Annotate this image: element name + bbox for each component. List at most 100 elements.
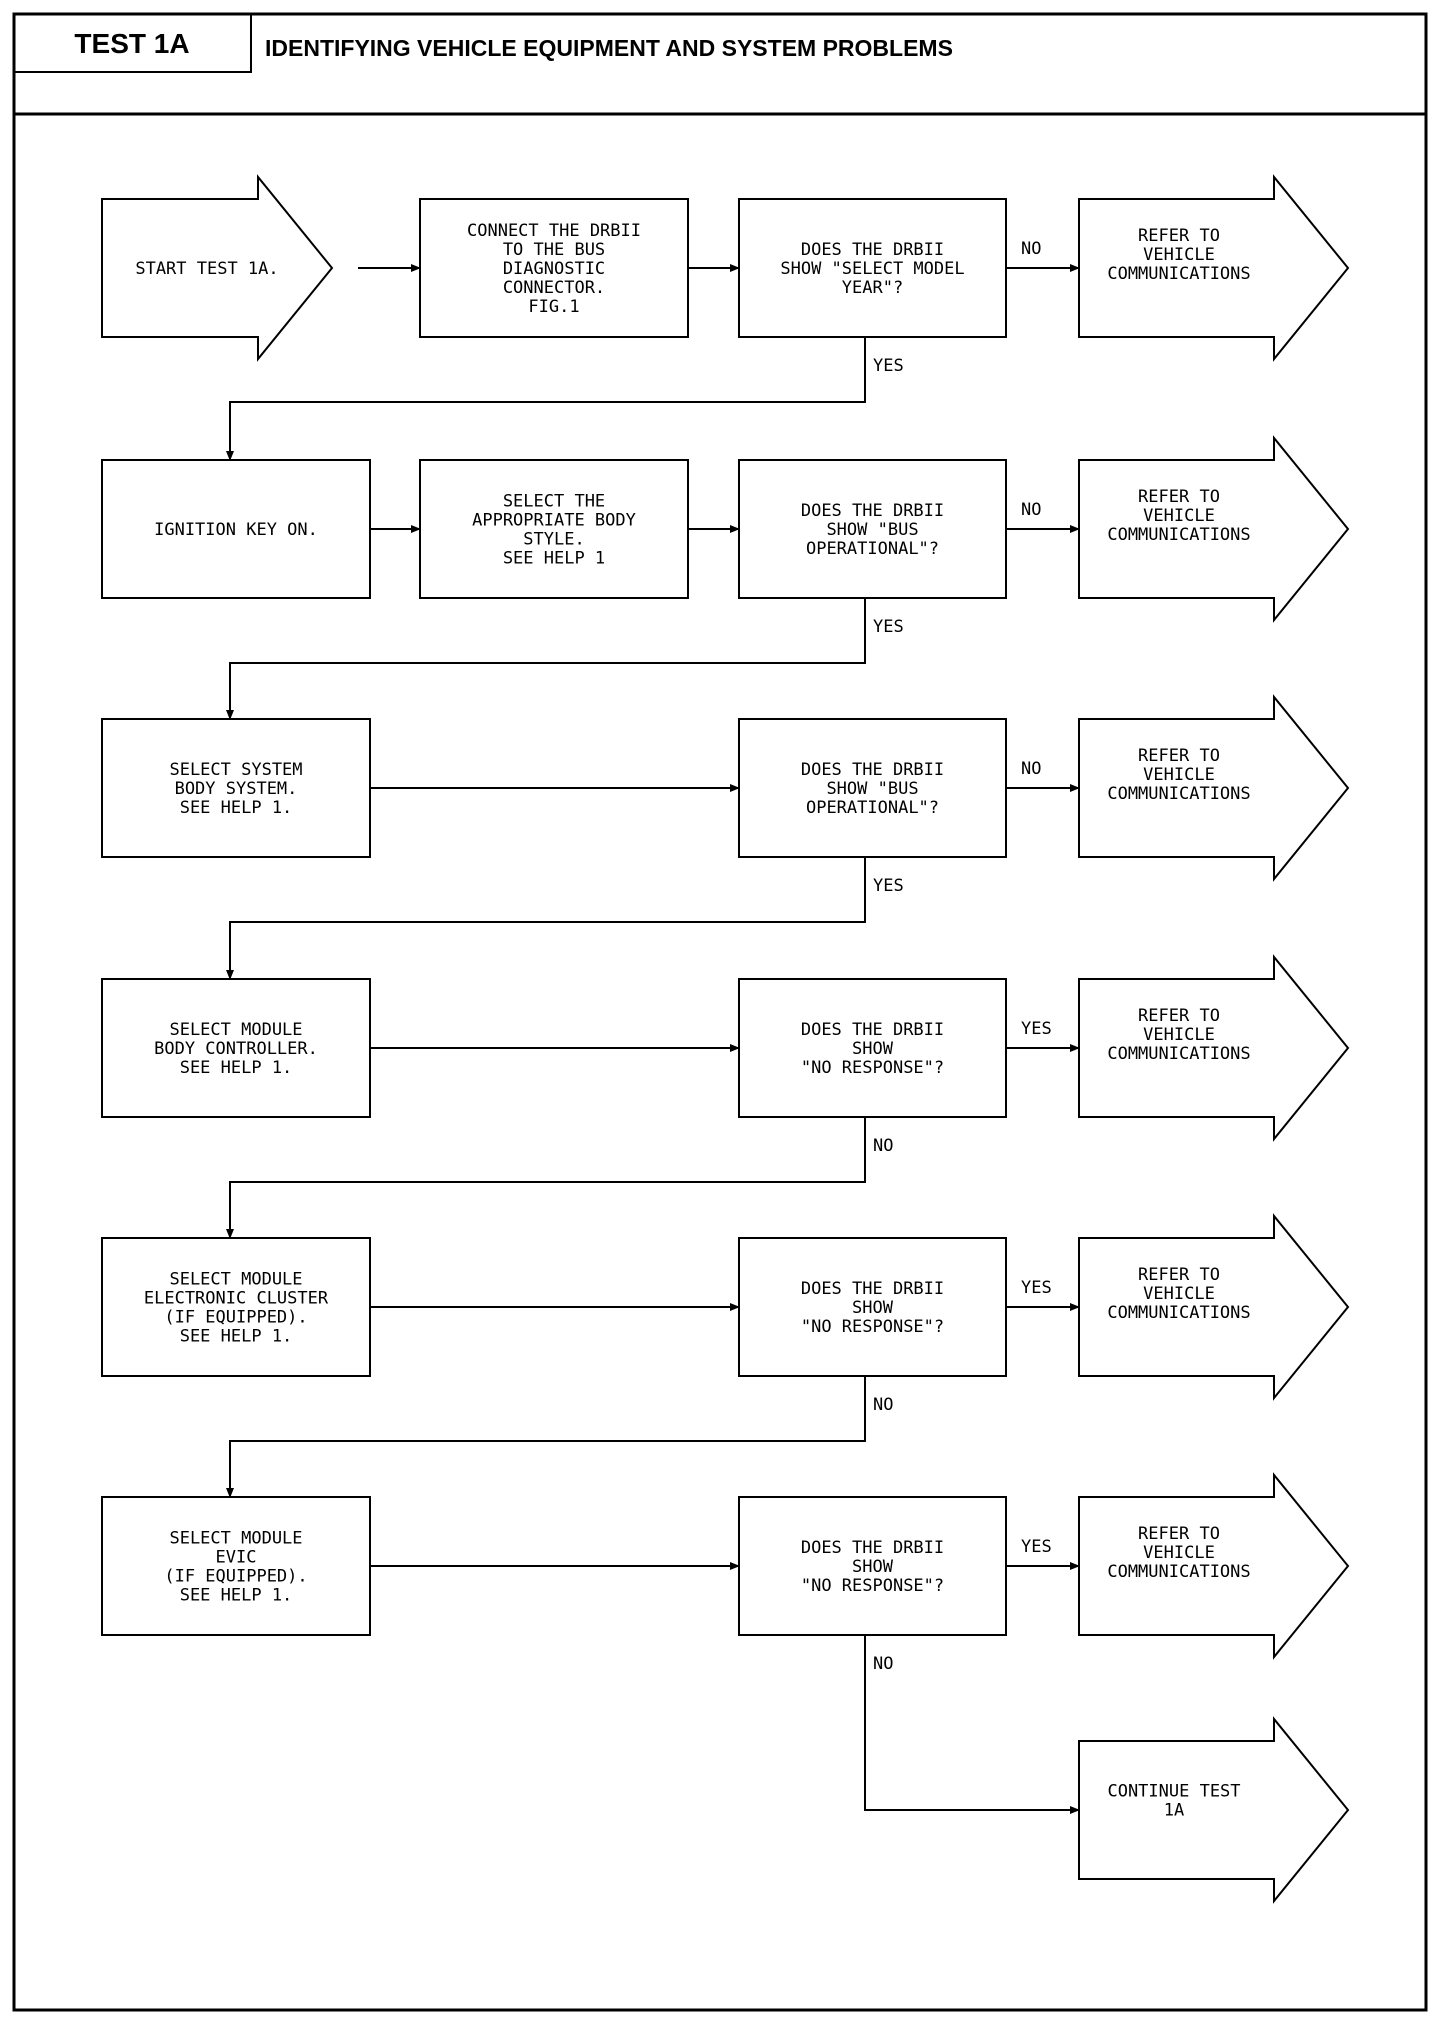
start-arrow (101, 174, 334, 362)
decision-text-line: DOES THE DRBII (801, 1279, 944, 1299)
action-box (101, 1237, 371, 1377)
decision-text-line: OPERATIONAL"? (806, 539, 939, 559)
branch-label: NO (1021, 759, 1041, 779)
decision-text-line: SHOW "BUS (826, 779, 918, 799)
decision-text-line: YEAR"? (842, 278, 903, 298)
result-text-line: REFER TO (1138, 1006, 1220, 1026)
decision-text-line: "NO RESPONSE"? (801, 1317, 944, 1337)
decision-box (738, 1237, 1007, 1377)
step-text-line: SELECT THE (503, 491, 605, 511)
end-arrow (1078, 1716, 1350, 1904)
continue-connector (864, 1635, 1080, 1814)
test-id-box (13, 13, 252, 73)
action-text-line: BODY CONTROLLER. (154, 1039, 318, 1059)
page-title: IDENTIFYING VEHICLE EQUIPMENT AND SYSTEM… (265, 35, 953, 61)
action-box (101, 718, 371, 858)
decision-box (738, 1496, 1007, 1636)
result-text-line: VEHICLE (1143, 506, 1215, 526)
action-text-line: SELECT SYSTEM (169, 760, 302, 780)
step-text-line: STYLE. (523, 529, 584, 549)
result-text-line: REFER TO (1138, 1524, 1220, 1544)
continue-label: YES (873, 356, 904, 376)
result-arrow (1078, 1213, 1350, 1401)
action-text-line: SEE HELP 1. (180, 1058, 293, 1078)
start-text-line: START TEST 1A. (135, 259, 278, 279)
decision-text-line: DOES THE DRBII (801, 240, 944, 260)
action-text-line: (IF EQUIPPED). (164, 1566, 307, 1586)
result-text-line: COMMUNICATIONS (1107, 1303, 1250, 1323)
start-text: START TEST 1A. (135, 259, 278, 279)
continue-label: NO (873, 1654, 893, 1674)
continue-label: NO (873, 1136, 893, 1156)
end-text-line: CONTINUE TEST (1107, 1781, 1240, 1801)
result-text-line: VEHICLE (1143, 1284, 1215, 1304)
action-text-line: SELECT MODULE (169, 1020, 302, 1040)
result-arrow (1078, 954, 1350, 1142)
result-text-line: VEHICLE (1143, 245, 1215, 265)
decision-text-line: SHOW "SELECT MODEL (780, 259, 964, 279)
result-text-line: VEHICLE (1143, 1543, 1215, 1563)
result-text-line: COMMUNICATIONS (1107, 264, 1250, 284)
step-text-line: SEE HELP 1 (503, 548, 605, 568)
decision-text-line: DOES THE DRBII (801, 760, 944, 780)
continue-label: NO (873, 1395, 893, 1415)
result-text-line: REFER TO (1138, 746, 1220, 766)
continue-connector (226, 1376, 866, 1498)
decision-text-line: OPERATIONAL"? (806, 798, 939, 818)
decision-box (738, 459, 1007, 599)
decision-text-line: DOES THE DRBII (801, 501, 944, 521)
step-text-line: FIG.1 (528, 297, 579, 317)
result-text-line: VEHICLE (1143, 765, 1215, 785)
page-border (12, 12, 1428, 2012)
result-text-line: COMMUNICATIONS (1107, 784, 1250, 804)
action-text-line: (IF EQUIPPED). (164, 1307, 307, 1327)
result-arrow (1078, 435, 1350, 623)
decision-text-line: DOES THE DRBII (801, 1020, 944, 1040)
action-text: IGNITION KEY ON. (154, 520, 318, 540)
continue-connector (226, 337, 866, 461)
decision-text-line: SHOW (852, 1557, 894, 1577)
step-text-line: CONNECTOR. (503, 278, 605, 298)
decision-text-line: SHOW "BUS (826, 520, 918, 540)
step-text-line: APPROPRIATE BODY (472, 510, 636, 530)
decision-text-line: "NO RESPONSE"? (801, 1576, 944, 1596)
action-box (101, 459, 371, 599)
test-id-label: TEST 1A (74, 28, 189, 59)
continue-label: YES (873, 876, 904, 896)
result-text-line: COMMUNICATIONS (1107, 1044, 1250, 1064)
branch-label: NO (1021, 239, 1041, 259)
continue-connector (226, 857, 866, 980)
result-text-line: REFER TO (1138, 1265, 1220, 1285)
step-text-line: CONNECT THE DRBII (467, 221, 641, 241)
end-text-line: 1A (1164, 1800, 1184, 1820)
continue-label: YES (873, 617, 904, 637)
action-box (101, 1496, 371, 1636)
action-text-line: SEE HELP 1. (180, 1326, 293, 1346)
branch-label: NO (1021, 500, 1041, 520)
result-text-line: COMMUNICATIONS (1107, 525, 1250, 545)
continue-connector (226, 1117, 866, 1239)
branch-label: YES (1021, 1537, 1052, 1557)
result-text-line: REFER TO (1138, 226, 1220, 246)
action-box (101, 978, 371, 1118)
action-text-line: ELECTRONIC CLUSTER (144, 1288, 329, 1308)
action-text-line: SEE HELP 1. (180, 798, 293, 818)
step-text-line: TO THE BUS (503, 240, 605, 260)
result-text-line: REFER TO (1138, 487, 1220, 507)
decision-text-line: "NO RESPONSE"? (801, 1058, 944, 1078)
step-text-line: DIAGNOSTIC (503, 259, 605, 279)
